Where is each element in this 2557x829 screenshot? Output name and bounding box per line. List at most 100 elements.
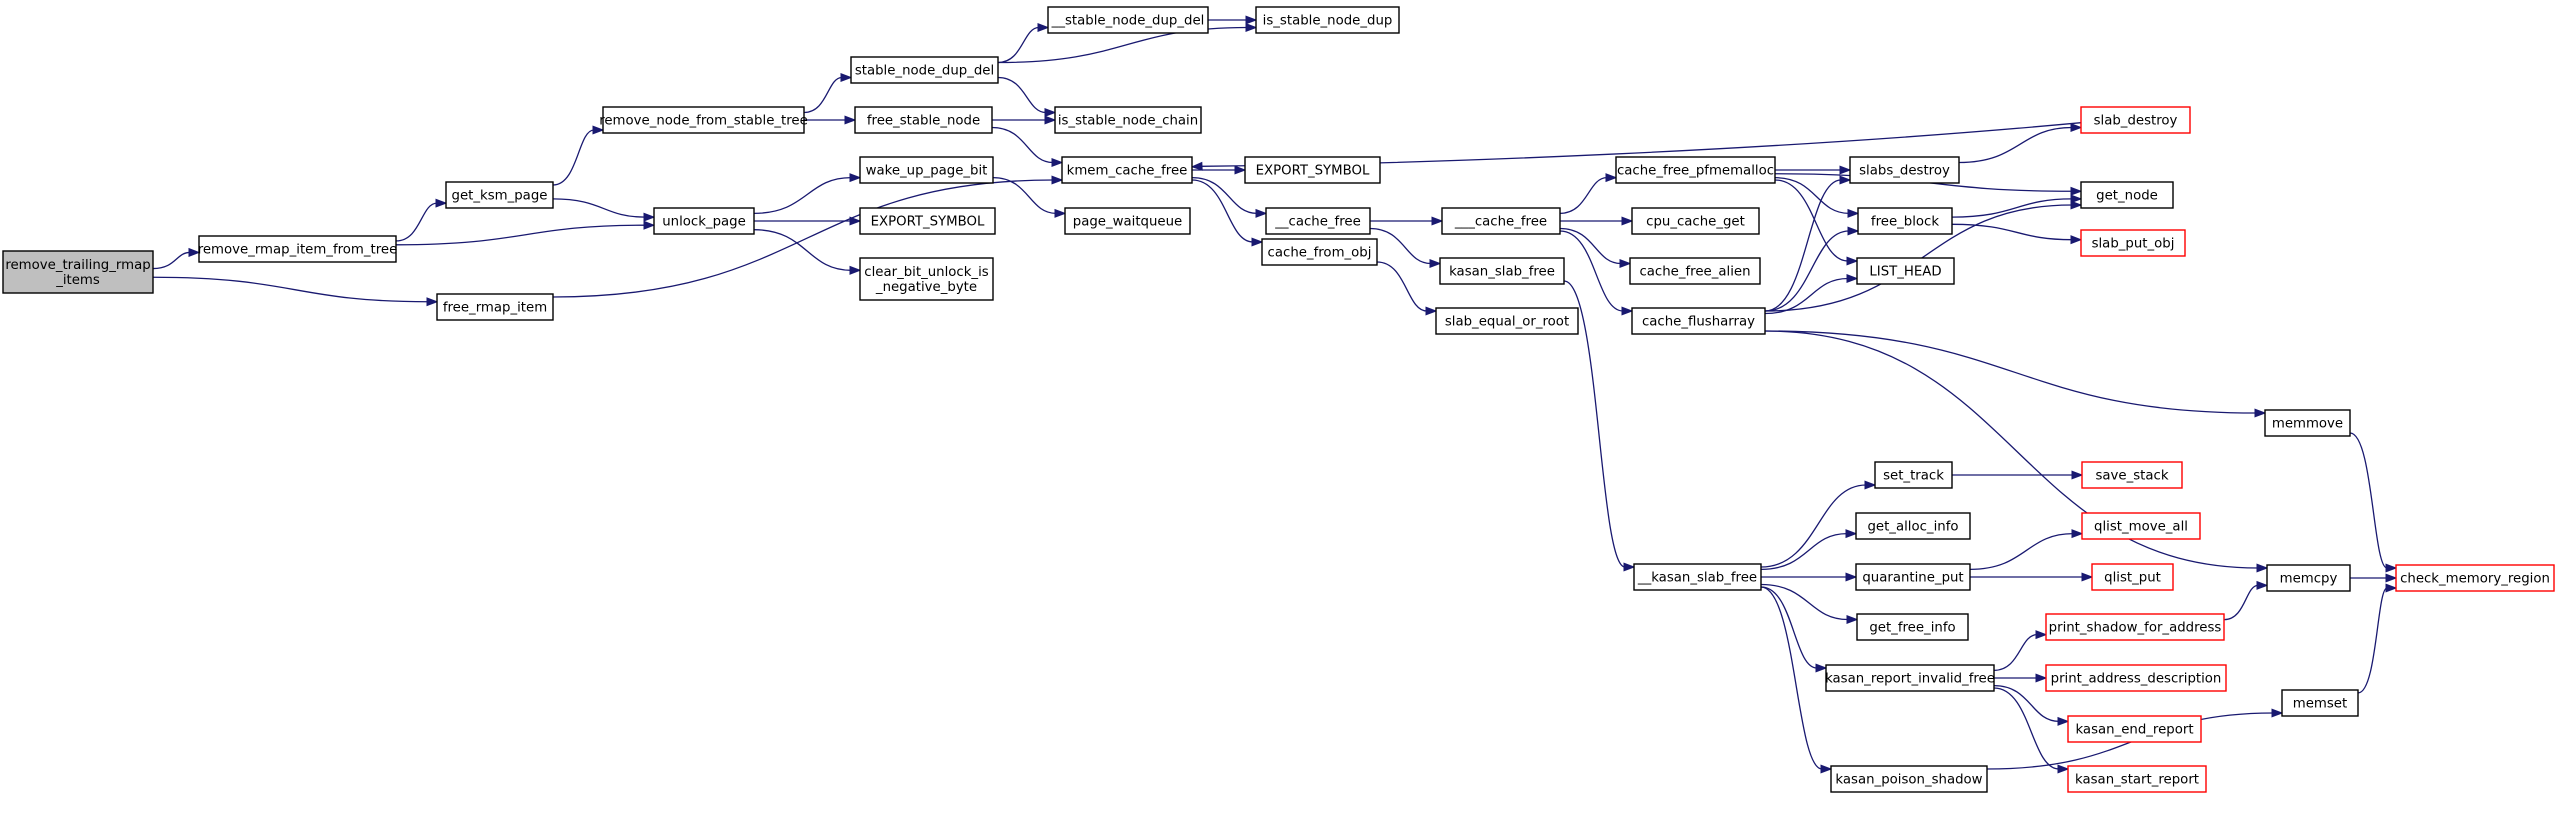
node-qlist-move-all[interactable]: qlist_move_all xyxy=(2081,512,2201,540)
edge-free_stable_node-to-kmem_cache_free xyxy=(991,126,1064,168)
node-kmem-cache-free[interactable]: kmem_cache_free xyxy=(1061,156,1193,184)
node-slab-put-obj[interactable]: slab_put_obj xyxy=(2080,229,2186,257)
node-page-waitqueue[interactable]: page_waitqueue xyxy=(1064,207,1191,235)
node-label: clear_bit_unlock_is xyxy=(864,265,988,280)
edge-__cache_free-to-___cache_free xyxy=(1370,216,1444,226)
node-box xyxy=(1631,307,1766,335)
node-label: qlist_move_all xyxy=(2094,520,2188,535)
node-cache-free[interactable]: ___cache_free xyxy=(1441,207,1561,235)
node-remove-rmap-item-from-tree[interactable]: remove_rmap_item_from_tree xyxy=(198,235,398,263)
arrowhead-icon xyxy=(1255,208,1268,218)
edge-__kasan_slab_free-to-get_free_info xyxy=(1760,583,1859,625)
edge-kasan_report_invalid_free-to-print_shadow_for_address xyxy=(1993,630,2048,671)
node-quarantine-put[interactable]: quarantine_put xyxy=(1855,563,1971,591)
node-kasan-slab-free[interactable]: kasan_slab_free xyxy=(1439,257,1565,285)
node-cache-flusharray[interactable]: cache_flusharray xyxy=(1631,307,1766,335)
node-qlist-put[interactable]: qlist_put xyxy=(2091,563,2174,591)
arrowhead-icon xyxy=(1251,237,1264,247)
node-memcpy[interactable]: memcpy xyxy=(2266,564,2351,592)
node-box xyxy=(198,235,397,263)
node-clear-bit-unlock-is-negative-byte[interactable]: clear_bit_unlock_is_negative_byte xyxy=(859,257,994,301)
arrowhead-icon xyxy=(2070,235,2083,245)
node-memset[interactable]: memset xyxy=(2281,689,2359,717)
edge-free_rmap_item-to-kmem_cache_free xyxy=(552,175,1064,298)
edge-kasan_report_invalid_free-to-kasan_end_report xyxy=(1993,685,2070,726)
edge-free_block-to-slab_put_obj xyxy=(1951,223,2083,245)
arrowhead-icon xyxy=(1621,216,1634,226)
node-box xyxy=(2045,664,2227,692)
edge-line xyxy=(552,129,595,186)
edge-cache_flusharray-to-LIST_HEAD xyxy=(1764,273,1859,315)
edge-line xyxy=(1774,177,1850,214)
node-cache-free-pfmemalloc[interactable]: cache_free_pfmemalloc xyxy=(1615,156,1776,184)
node-stable-node-dup-del[interactable]: __stable_node_dup_del xyxy=(1047,6,1209,34)
node-get-node[interactable]: get_node xyxy=(2080,181,2174,209)
node-is-stable-node-chain[interactable]: is_stable_node_chain xyxy=(1054,106,1202,134)
node-label: cache_flusharray xyxy=(1642,315,1755,330)
node-get-ksm-page[interactable]: get_ksm_page xyxy=(445,181,554,209)
node-LIST-HEAD[interactable]: LIST_HEAD xyxy=(1856,257,1955,285)
node-box xyxy=(653,207,755,235)
node-EXPORT-SYMBOL-1[interactable]: EXPORT_SYMBOL xyxy=(859,207,996,235)
node-box xyxy=(859,156,994,184)
node-set-track[interactable]: set_track xyxy=(1874,461,1953,489)
node-check-memory-region[interactable]: check_memory_region xyxy=(2395,564,2555,592)
node-slabs-destroy[interactable]: slabs_destroy xyxy=(1849,156,1960,184)
node-label: memmove xyxy=(2272,417,2343,432)
node-cpu-cache-get[interactable]: cpu_cache_get xyxy=(1631,207,1760,235)
node-kasan-slab-free[interactable]: __kasan_slab_free xyxy=(1633,563,1762,591)
node-get-free-info[interactable]: get_free_info xyxy=(1856,613,1969,641)
edge-line xyxy=(753,177,852,214)
node-cache-free[interactable]: __cache_free xyxy=(1265,207,1371,235)
edge-line xyxy=(1191,179,1254,243)
node-box xyxy=(602,106,805,134)
node-print-shadow-for-address[interactable]: print_shadow_for_address xyxy=(2045,613,2225,641)
node-kasan-start-report[interactable]: kasan_start_report xyxy=(2067,765,2207,793)
node-stable-node-dup-del[interactable]: stable_node_dup_del xyxy=(850,56,999,84)
edge-kasan_report_invalid_free-to-kasan_start_report xyxy=(1993,687,2070,774)
node-label: quarantine_put xyxy=(1862,571,1963,586)
arrowhead-icon xyxy=(2256,580,2269,590)
node-remove-trailing-rmap-items[interactable]: remove_trailing_rmap_items xyxy=(2,250,154,294)
node-memmove[interactable]: memmove xyxy=(2264,409,2351,437)
node-slab-equal-or-root[interactable]: slab_equal_or_root xyxy=(1435,307,1579,335)
edge-line xyxy=(1764,230,1850,312)
node-is-stable-node-dup[interactable]: is_stable_node_dup xyxy=(1255,6,1400,34)
node-EXPORT-SYMBOL-2[interactable]: EXPORT_SYMBOL xyxy=(1244,156,1381,184)
node-box xyxy=(436,293,554,321)
node-box xyxy=(1857,207,1953,235)
node-label: print_address_description xyxy=(2051,672,2222,687)
edge-remove_node_from_stable_tree-to-free_stable_node xyxy=(804,115,857,125)
node-cache-free-alien[interactable]: cache_free_alien xyxy=(1629,257,1761,285)
node-box xyxy=(2091,563,2174,591)
node-kasan-report-invalid-free[interactable]: kasan_report_invalid_free xyxy=(1825,664,1995,692)
node-kasan-poison-shadow[interactable]: kasan_poison_shadow xyxy=(1830,765,1988,793)
edge-cache_free_pfmemalloc-to-LIST_HEAD xyxy=(1774,179,1859,266)
edge-set_track-to-save_stack xyxy=(1951,470,2084,480)
node-free-block[interactable]: free_block xyxy=(1857,207,1953,235)
arrowhead-icon xyxy=(2385,563,2398,573)
node-kasan-end-report[interactable]: kasan_end_report xyxy=(2067,715,2202,743)
arrowhead-icon xyxy=(1044,107,1057,118)
arrowhead-icon xyxy=(1044,115,1057,125)
node-free-stable-node[interactable]: free_stable_node xyxy=(854,106,993,134)
node-free-rmap-item[interactable]: free_rmap_item xyxy=(436,293,554,321)
node-print-address-description[interactable]: print_address_description xyxy=(2045,664,2227,692)
node-box xyxy=(859,207,996,235)
arrowhead-icon xyxy=(1839,165,1852,175)
node-unlock-page[interactable]: unlock_page xyxy=(653,207,755,235)
edge-line xyxy=(1764,330,2259,569)
node-wake-up-page-bit[interactable]: wake_up_page_bit xyxy=(859,156,994,184)
node-label: slab_put_obj xyxy=(2092,237,2175,252)
node-cache-from-obj[interactable]: cache_from_obj xyxy=(1261,238,1378,266)
node-box xyxy=(1849,156,1960,184)
node-label: slabs_destroy xyxy=(1859,164,1950,179)
node-box xyxy=(1855,563,1971,591)
node-save-stack[interactable]: save_stack xyxy=(2081,461,2183,489)
node-get-alloc-info[interactable]: get_alloc_info xyxy=(1855,512,1971,540)
edge-line xyxy=(1951,223,2073,241)
node-box xyxy=(1856,613,1969,641)
node-remove-node-from-stable-tree[interactable]: remove_node_from_stable_tree xyxy=(599,106,808,134)
node-slab-destroy[interactable]: slab_destroy xyxy=(2080,106,2191,134)
